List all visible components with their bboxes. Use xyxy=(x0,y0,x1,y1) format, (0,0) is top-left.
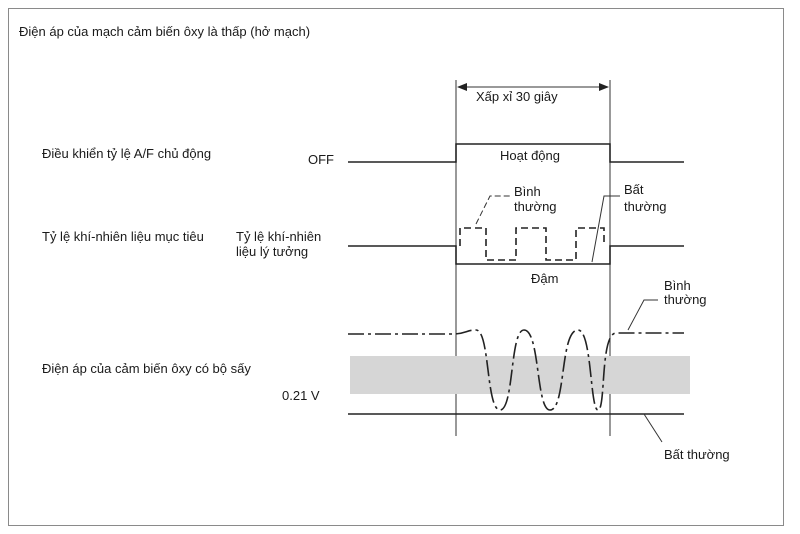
active-af-label: Điều khiển tỷ lệ A/F chủ động xyxy=(42,146,211,161)
abnormal-label-line1: Bất xyxy=(624,182,644,197)
sensor-normal-label-line2: thường xyxy=(664,292,707,307)
sensor-abnormal-leader xyxy=(643,413,663,443)
normal-label-line1: Bình xyxy=(514,184,541,199)
sensor-voltage-label: Điện áp của cảm biến ôxy có bộ sấy xyxy=(42,361,251,376)
sensor-normal-leader xyxy=(627,299,658,331)
ideal-ratio-label-line2: liệu lý tưởng xyxy=(236,244,308,259)
abnormal-label-line2: thường xyxy=(624,199,667,214)
sensor-abnormal-label: Bất thường xyxy=(664,447,730,462)
normal-label-line2: thường xyxy=(514,199,557,214)
ideal-ratio-label-line1: Tỷ lệ khí-nhiên xyxy=(236,229,321,244)
active-on-label: Hoạt động xyxy=(500,148,560,163)
voltage-band xyxy=(350,356,690,394)
duration-label: Xấp xỉ 30 giây xyxy=(476,89,558,104)
voltage-value-label: 0.21 V xyxy=(282,388,320,403)
target-ratio-label: Tỷ lệ khí-nhiên liệu mục tiêu xyxy=(42,229,204,244)
active-af-signal xyxy=(348,143,684,163)
target-ratio-signal xyxy=(348,245,684,265)
diagram-frame xyxy=(8,8,784,526)
diagram-title: Điện áp của mạch cảm biến ôxy là thấp (h… xyxy=(19,24,310,39)
rich-label: Đậm xyxy=(531,271,558,286)
normal-leader-line xyxy=(475,195,510,225)
abnormal-leader-line xyxy=(591,195,620,263)
sensor-normal-wave xyxy=(348,329,684,411)
off-label: OFF xyxy=(308,152,334,167)
target-ratio-normal-wave xyxy=(459,227,605,261)
sensor-normal-label-line1: Bình xyxy=(664,278,691,293)
